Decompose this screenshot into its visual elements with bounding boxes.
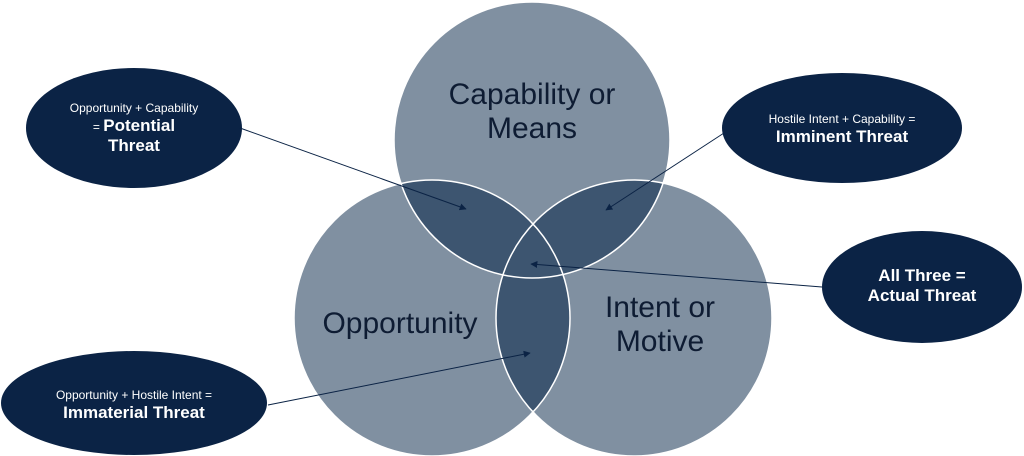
connector-immaterial: [267, 350, 531, 406]
callout-immaterial: Opportunity + Hostile Intent = Immateria…: [12, 384, 256, 426]
callout-potential-bold2: Threat: [108, 135, 160, 155]
callout-imminent-bold: Imminent Threat: [775, 126, 909, 146]
callout-immaterial-ellipse: [1, 351, 267, 455]
callout-imminent: Hostile Intent + Capability = Imminent T…: [736, 108, 948, 150]
callout-potential-prefix: Opportunity + Capability: [69, 100, 199, 115]
overlap-capability-intent: [496, 180, 670, 278]
callout-immaterial-prefix: Opportunity + Hostile Intent =: [55, 387, 213, 402]
callout-potential-eq: =: [92, 119, 104, 134]
connector-potential: [239, 127, 467, 211]
label-opportunity: Opportunity: [322, 307, 478, 340]
callout-actual-ellipse: [822, 231, 1022, 343]
label-capability: Capability or Means: [448, 78, 616, 145]
label-intent: Intent or Motive: [604, 291, 716, 358]
connector-imminent: [605, 132, 725, 211]
callout-immaterial-bold: Immaterial Threat: [63, 402, 205, 422]
connector-actual: [530, 261, 823, 288]
callout-potential: Opportunity + Capability = Potential Thr…: [42, 92, 226, 164]
callout-actual-line1: All Three =: [878, 266, 966, 285]
circle-opportunity-outline: [293, 179, 571, 456]
callout-imminent-ellipse: [722, 73, 962, 183]
callout-potential-ellipse: [26, 68, 242, 188]
callout-imminent-prefix: Hostile Intent + Capability =: [768, 111, 916, 126]
overlap-capability-opportunity: [394, 180, 570, 278]
circle-capability-outline: [393, 1, 671, 279]
circle-intent-outline: [495, 179, 773, 456]
callout-potential-line2: = Potential: [93, 116, 175, 136]
callout-actual: All Three = Actual Threat: [832, 264, 1012, 308]
callout-actual-line2: Actual Threat: [867, 286, 977, 305]
callout-potential-bold1: Potential: [103, 115, 176, 135]
